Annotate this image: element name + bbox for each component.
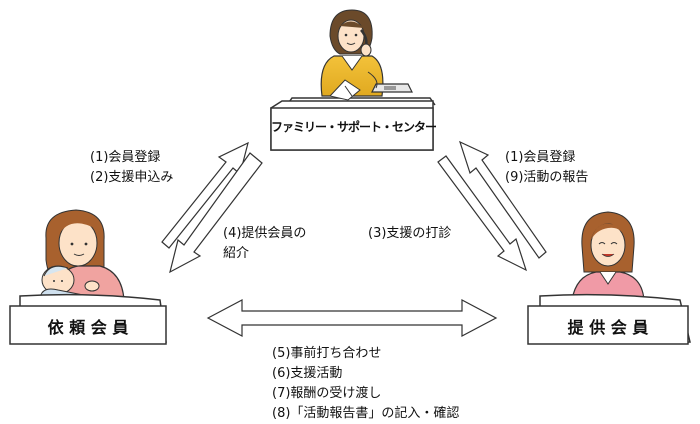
mother-with-baby-icon: [39, 209, 125, 301]
label-group-right: (1)会員登録 (9)活動の報告: [505, 148, 588, 188]
telephone-operator-icon: [286, 9, 436, 106]
label-mid-right: (3)支援の打診: [368, 226, 452, 241]
provider-node: [527, 293, 691, 345]
arrow-center-to-requester: [169, 152, 263, 274]
label-group-left: (1)会員登録 (2)支援申込み: [90, 148, 173, 188]
label-left-2: (2)支援申込み: [90, 170, 174, 185]
label-right-2: (9)活動の報告: [505, 170, 589, 185]
label-group-mid-left: (4)提供会員の 紹介: [223, 224, 306, 264]
label-bottom-3: (7)報酬の受け渡し: [272, 386, 382, 401]
center-node: [270, 100, 434, 151]
arrow-provider-to-center: [459, 140, 547, 259]
label-mid-left-2: 紹介: [223, 246, 250, 261]
arrow-requester-to-center: [161, 141, 249, 249]
center-node-label: ファミリー・サポート・センター: [271, 120, 437, 134]
arrow-center-to-provider: [437, 155, 528, 272]
label-bottom-1: (5)事前打ち合わせ: [272, 346, 382, 361]
label-bottom-4: (8)「活動報告書」の記入・確認: [272, 406, 460, 421]
label-mid-left-1: (4)提供会員の: [223, 226, 307, 241]
requester-node: [9, 293, 167, 345]
label-right-1: (1)会員登録: [505, 150, 576, 165]
woman-icon: [571, 211, 645, 301]
requester-node-label: 依 頼 会 員: [47, 318, 129, 337]
arrow-requester-provider: [206, 299, 498, 337]
provider-node-label: 提 供 会 員: [567, 318, 649, 337]
label-left-1: (1)会員登録: [90, 150, 161, 165]
label-bottom-2: (6)支援活動: [272, 366, 343, 381]
label-group-bottom: (5)事前打ち合わせ (6)支援活動 (7)報酬の受け渡し (8)「活動報告書」…: [272, 344, 459, 424]
